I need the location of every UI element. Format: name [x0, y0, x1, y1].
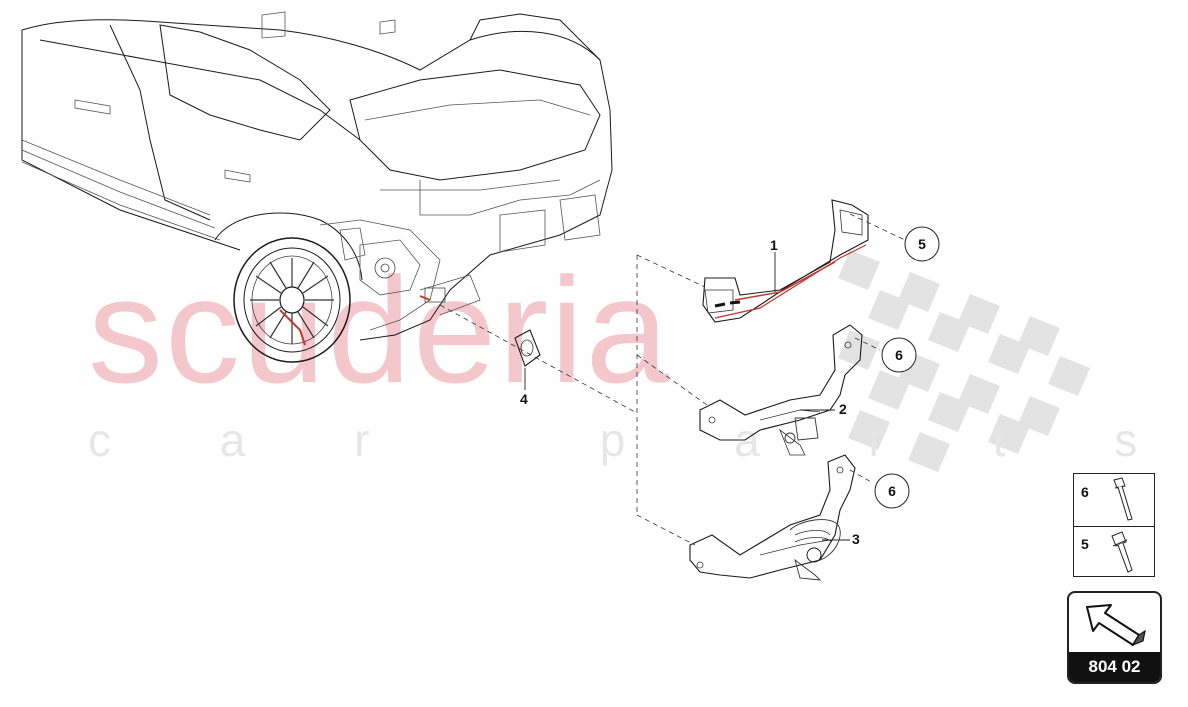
callout-6-upper: 6 — [895, 347, 903, 363]
callout-5: 5 — [918, 236, 926, 252]
callout-3: 3 — [852, 531, 860, 547]
callout-6-lower: 6 — [888, 483, 896, 499]
watermark-main-text: scuderia — [88, 246, 671, 414]
section-nav-button[interactable]: 804 02 — [1067, 591, 1162, 684]
fastener-legend: 6 5 — [1073, 473, 1155, 577]
callout-circle-6-upper: 6 — [881, 337, 917, 373]
section-code: 804 02 — [1069, 652, 1160, 682]
part-cover-cap[interactable] — [514, 329, 541, 367]
part-crossmember[interactable] — [702, 199, 869, 323]
bolt-long-icon — [1113, 477, 1133, 521]
legend-row-5[interactable]: 5 — [1074, 526, 1154, 578]
legend-number-6: 6 — [1081, 484, 1089, 500]
legend-number-5: 5 — [1081, 536, 1089, 552]
callout-4: 4 — [520, 391, 528, 407]
bolt-short-icon — [1111, 531, 1133, 573]
arrow-upleft-icon — [1086, 604, 1146, 647]
callout-1: 1 — [770, 237, 778, 253]
legend-row-6[interactable]: 6 — [1074, 474, 1154, 527]
assembly-guide-lines — [439, 213, 906, 546]
checkered-flag-watermark — [838, 250, 1090, 472]
watermark-sub-text: c a r p a r t s — [88, 414, 1185, 466]
part-towbar-assembly[interactable] — [699, 324, 863, 456]
vehicle-rear-illustration — [21, 11, 613, 363]
callout-circle-5: 5 — [904, 226, 940, 262]
callout-2: 2 — [839, 401, 847, 417]
leader-lines — [524, 252, 850, 541]
part-towbar-electrical[interactable] — [689, 454, 856, 581]
callout-circle-6-lower: 6 — [874, 473, 910, 509]
